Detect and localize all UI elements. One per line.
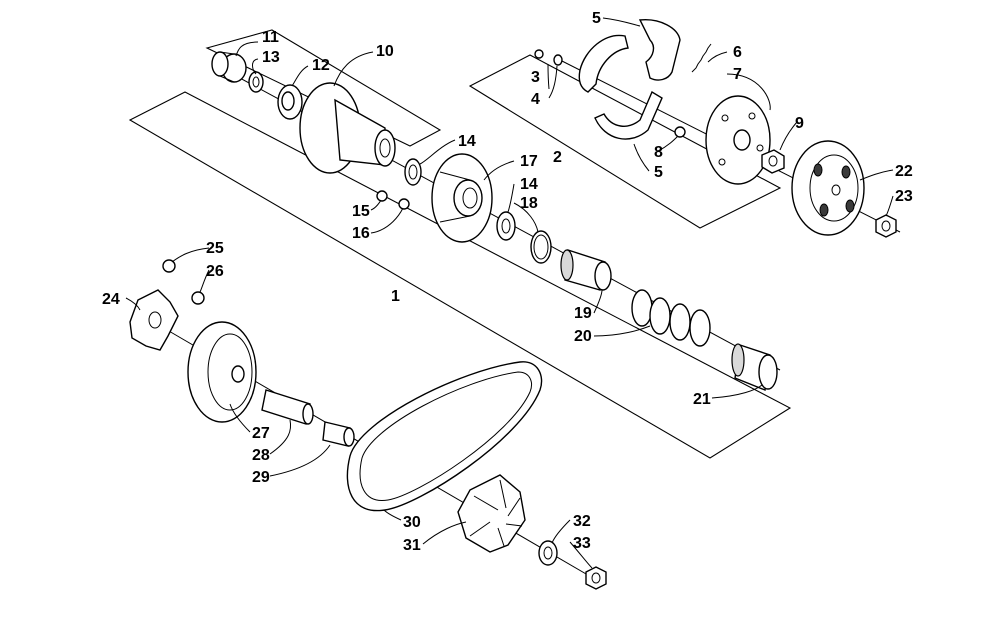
part-19-collar (560, 249, 612, 291)
label-26: 26 (206, 263, 224, 280)
label-6: 6 (733, 44, 742, 61)
part-33-nut (585, 566, 607, 590)
part-22-drum (791, 140, 865, 236)
label-30: 30 (403, 514, 421, 531)
label-16: 16 (352, 225, 370, 242)
label-29: 29 (252, 469, 270, 486)
label-18: 18 (520, 195, 538, 212)
part-6-spring (691, 43, 712, 73)
label-22: 22 (895, 163, 913, 180)
part-27-drive-face (187, 321, 257, 423)
part-5-shoe-upper (578, 19, 681, 93)
part-8-pin (674, 126, 686, 138)
label-11: 11 (262, 29, 279, 46)
label-17: 17 (520, 153, 538, 170)
label-12: 12 (312, 57, 330, 74)
label-3: 3 (531, 69, 540, 86)
label-20: 20 (574, 328, 592, 345)
part-21-cup (731, 343, 778, 391)
part-29-bushing (322, 421, 355, 447)
part-32-washer (538, 540, 558, 566)
part-17-sheave (431, 153, 493, 243)
label-5-upper: 5 (592, 10, 601, 27)
label-25: 25 (206, 240, 224, 257)
part-16-pin (398, 198, 410, 210)
leader-lines (125, 17, 894, 569)
part-3-clip (534, 49, 544, 59)
part-14-seal-upper (404, 158, 422, 186)
part-13-ring (248, 71, 264, 93)
part-26-roller (191, 291, 205, 305)
label-31: 31 (403, 537, 421, 554)
label-7: 7 (733, 66, 742, 83)
part-31-fan-sheave (457, 474, 526, 553)
part-5-shoe-lower (594, 90, 663, 140)
label-2: 2 (553, 149, 562, 166)
part-4-washer (553, 54, 563, 66)
part-30-belt (346, 361, 543, 512)
label-14-lower: 14 (520, 176, 538, 193)
assembly-1-outline (128, 91, 792, 459)
label-23: 23 (895, 188, 913, 205)
label-24: 24 (102, 291, 120, 308)
part-12-bearing (277, 84, 303, 120)
label-10: 10 (376, 43, 394, 60)
part-11-bushing (211, 51, 247, 83)
assembly-2-outline (468, 54, 782, 229)
part-23-nut (875, 214, 897, 238)
label-4: 4 (531, 91, 540, 108)
label-15: 15 (352, 203, 370, 220)
part-9-nut (761, 149, 785, 174)
part-7-plate (705, 95, 771, 185)
part-20-spring (631, 289, 711, 347)
label-8: 8 (654, 144, 663, 161)
label-28: 28 (252, 447, 270, 464)
label-27: 27 (252, 425, 270, 442)
part-24-ramp-plate (129, 289, 179, 351)
label-13: 13 (262, 49, 280, 66)
label-1: 1 (391, 288, 400, 305)
label-9: 9 (795, 115, 804, 132)
part-28-sleeve (261, 389, 314, 425)
part-10-sheave (299, 82, 396, 174)
part-15-pin (376, 190, 388, 202)
label-32: 32 (573, 513, 591, 530)
label-19: 19 (574, 305, 592, 322)
part-18-o-ring (530, 230, 552, 264)
label-5-lower: 5 (654, 164, 663, 181)
label-14-upper: 14 (458, 133, 476, 150)
label-33: 33 (573, 535, 591, 552)
part-14-seal-lower (496, 211, 516, 241)
part-25-slider (162, 259, 176, 273)
label-21: 21 (693, 391, 711, 408)
